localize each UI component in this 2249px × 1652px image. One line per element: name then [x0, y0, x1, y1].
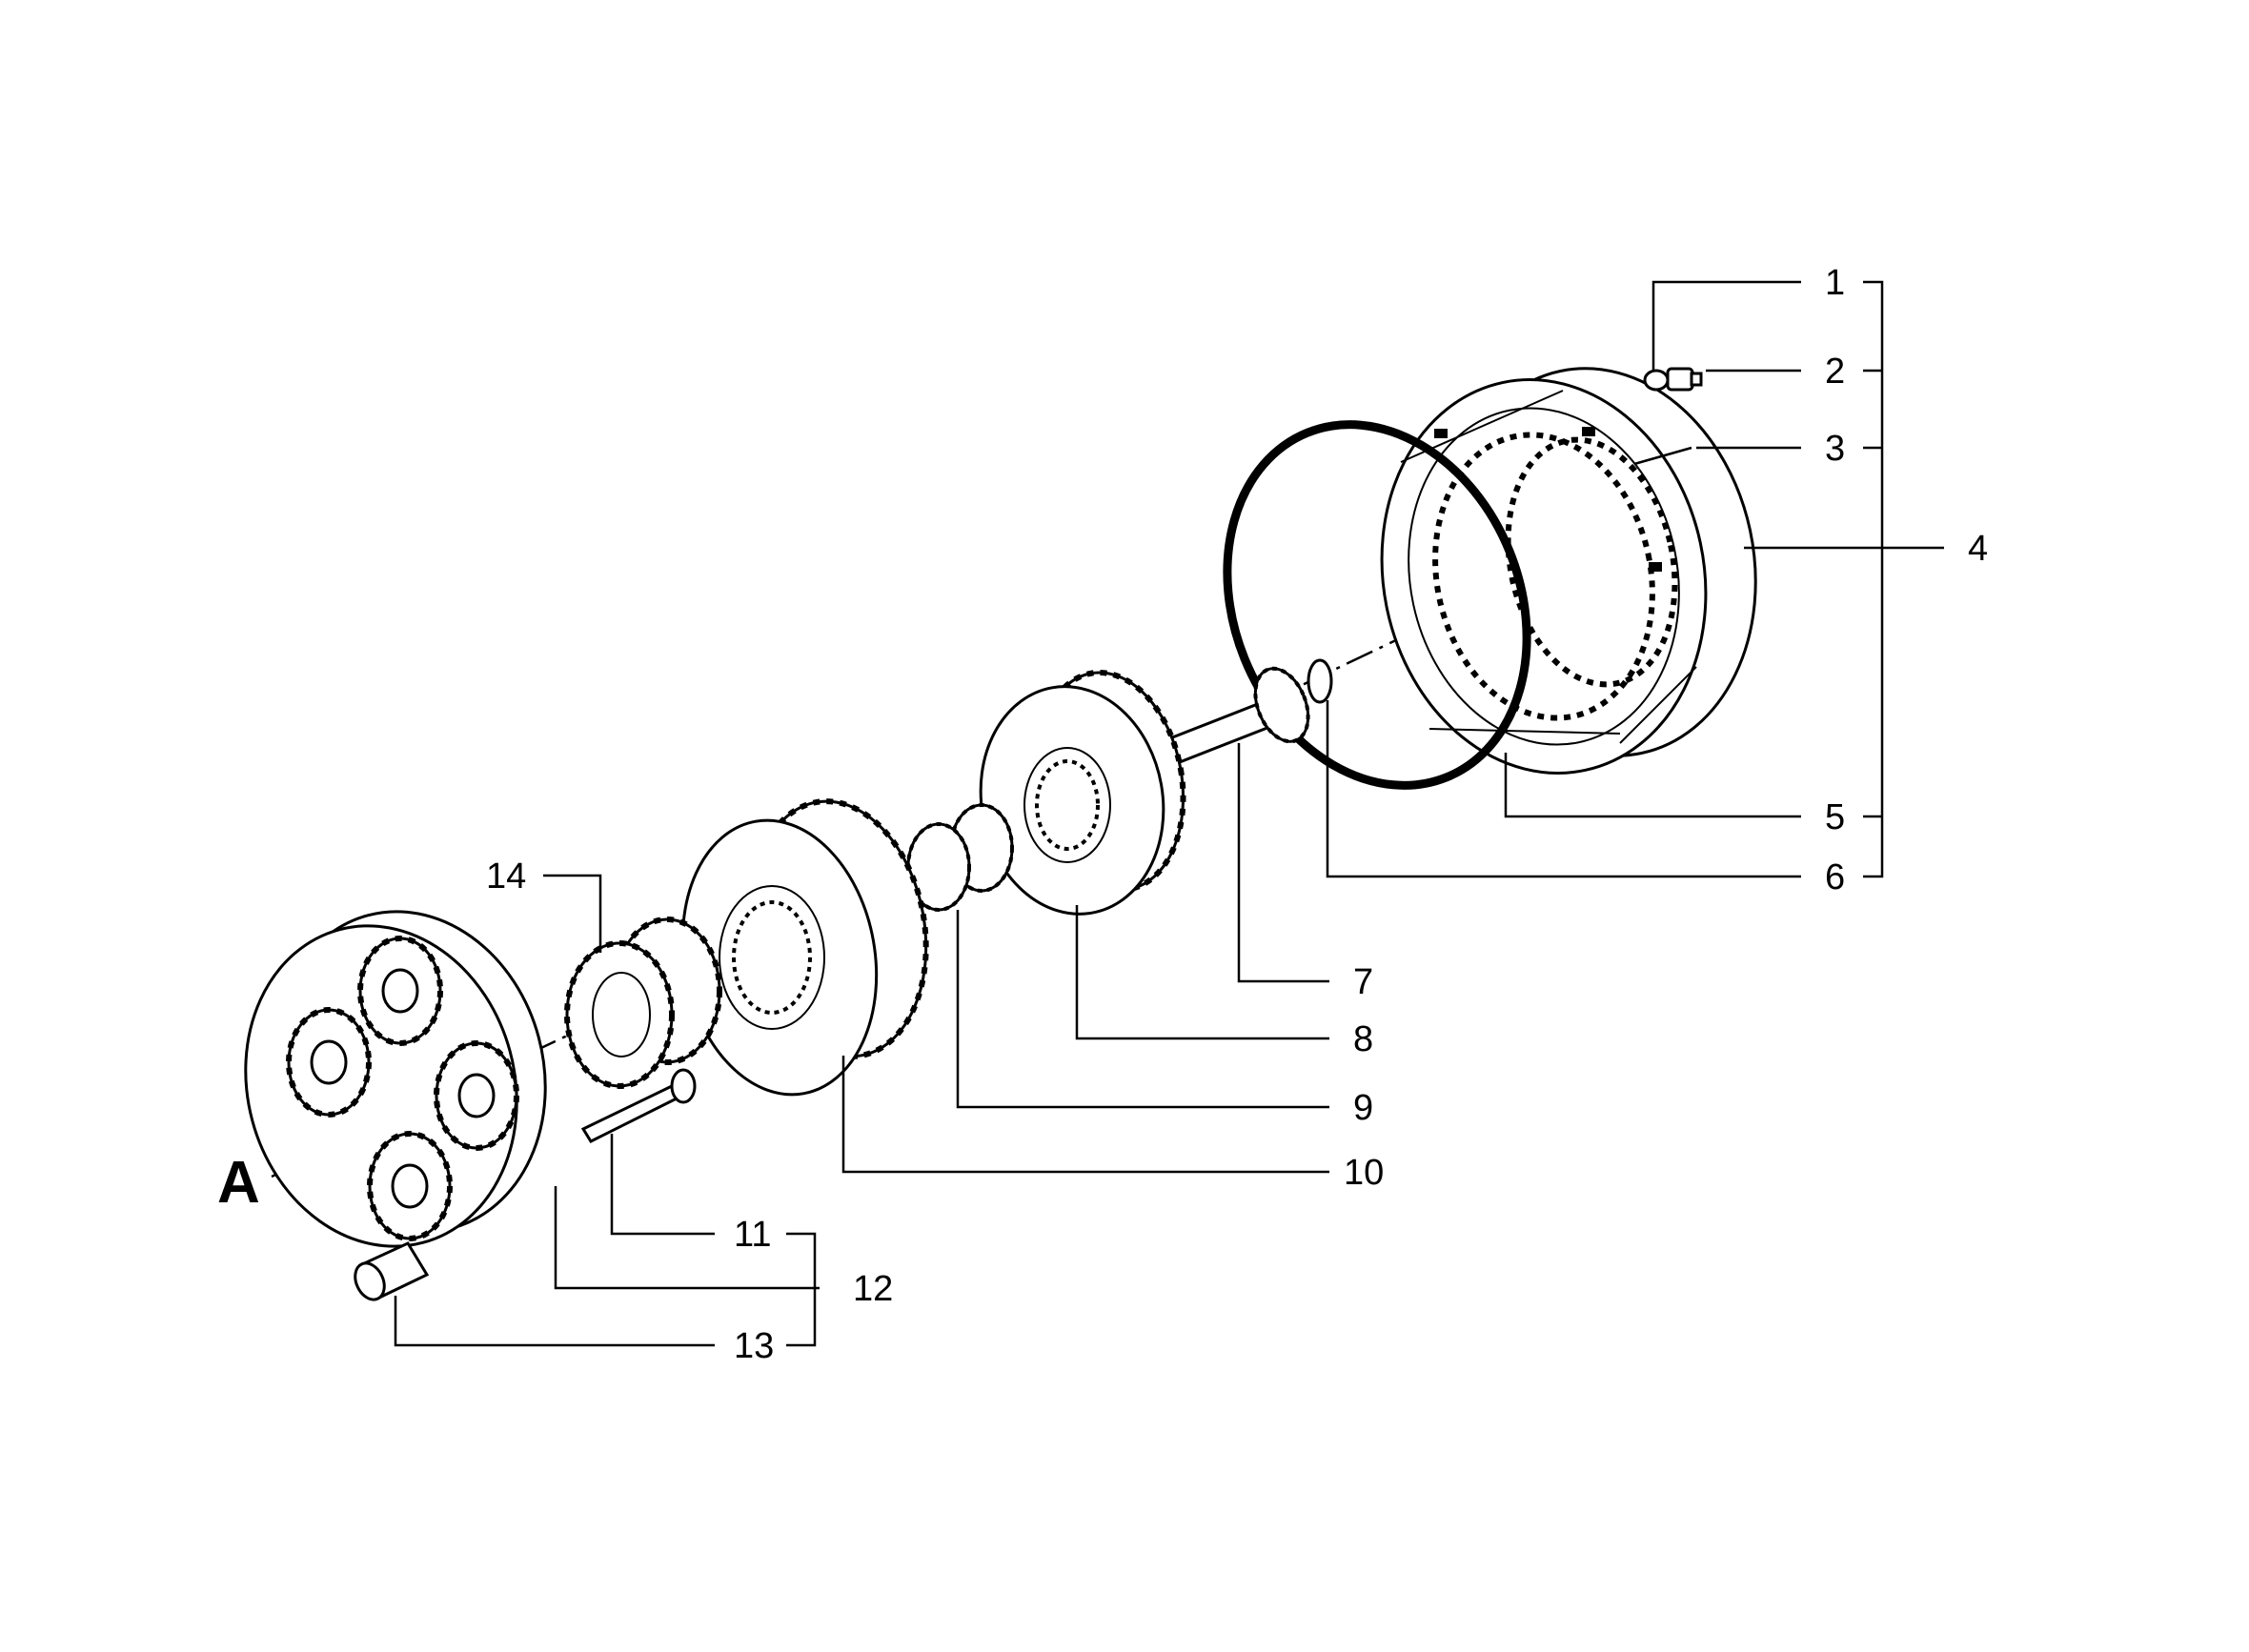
leader-lines — [394, 280, 1944, 1347]
splined-coupling — [906, 803, 1014, 912]
plug-and-washer — [1643, 367, 1703, 392]
callout-labels: 1 2 3 4 5 6 7 8 9 10 11 12 13 14 — [486, 263, 1988, 1366]
carrier-disc — [979, 670, 1186, 916]
pin — [1633, 446, 1692, 466]
callout-5: 5 — [1825, 797, 1845, 837]
callout-9: 9 — [1353, 1088, 1373, 1128]
callout-1: 1 — [1825, 263, 1845, 303]
callout-12: 12 — [853, 1269, 893, 1309]
callout-10: 10 — [1344, 1153, 1384, 1193]
callout-7: 7 — [1353, 962, 1373, 1002]
callout-8: 8 — [1353, 1019, 1373, 1059]
planet-gear — [564, 917, 722, 1089]
bolt — [580, 1068, 697, 1143]
callout-2: 2 — [1825, 352, 1845, 392]
callout-11: 11 — [734, 1215, 771, 1255]
sleeve — [354, 1241, 430, 1301]
o-ring — [1223, 420, 1531, 790]
carrier-assembly — [244, 910, 547, 1248]
planet-carrier-large — [680, 798, 929, 1097]
axis-label-a: A — [217, 1150, 260, 1216]
sun-gear-shaft — [1150, 658, 1333, 771]
ring-gear-housing — [1380, 367, 1757, 775]
callout-6: 6 — [1825, 857, 1845, 897]
callout-13: 13 — [734, 1326, 774, 1366]
callout-3: 3 — [1825, 429, 1845, 469]
callout-4: 4 — [1968, 529, 1988, 569]
callout-14: 14 — [486, 856, 526, 897]
